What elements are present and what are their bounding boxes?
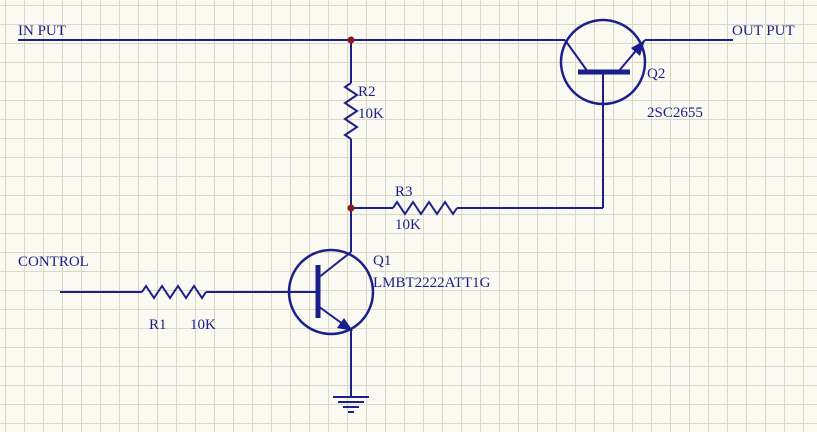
r3-resistor xyxy=(351,200,603,216)
control-label: CONTROL xyxy=(18,254,89,270)
r1-resistor xyxy=(60,284,318,300)
r3-ref: R3 xyxy=(395,184,413,200)
q2-part: 2SC2655 xyxy=(647,105,703,121)
r2-ref: R2 xyxy=(358,84,376,100)
q2-ref: Q2 xyxy=(647,66,665,82)
q1-emitter-arrow xyxy=(337,318,353,331)
ground-icon xyxy=(333,396,369,413)
q1-transistor xyxy=(287,248,375,336)
junction-dot-collector xyxy=(347,204,355,212)
q2-transistor xyxy=(559,18,647,106)
q2-emitter-arrow xyxy=(631,40,645,56)
output-label: OUT PUT xyxy=(732,23,795,39)
r2-value: 10K xyxy=(358,106,384,122)
q1-ref: Q1 xyxy=(373,253,391,269)
junction-dot-input xyxy=(347,36,355,44)
r2-resistor xyxy=(343,40,359,208)
r3-value: 10K xyxy=(395,217,421,233)
r1-value: 10K xyxy=(190,317,216,333)
q1-part: LMBT2222ATT1G xyxy=(373,275,491,291)
input-label: IN PUT xyxy=(18,23,66,39)
r1-ref: R1 xyxy=(149,317,167,333)
